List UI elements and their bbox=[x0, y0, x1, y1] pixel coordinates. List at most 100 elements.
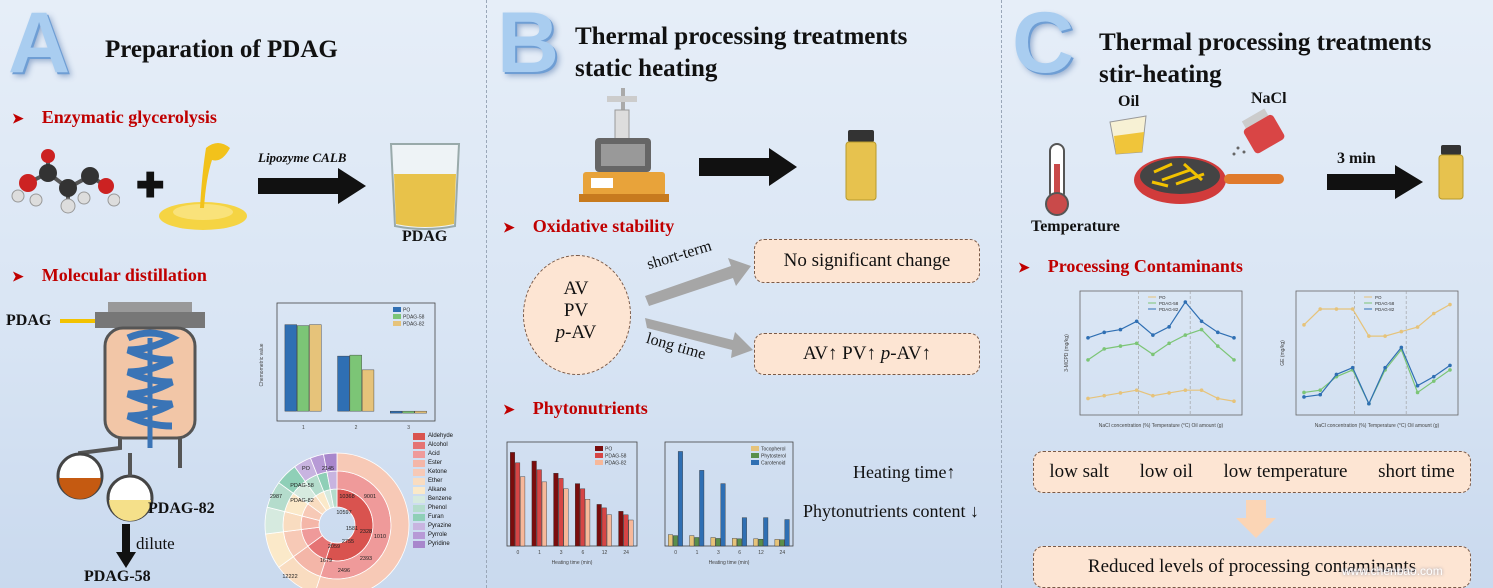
donut-legend-item: Pyrrole bbox=[413, 531, 453, 540]
legend-label: Pyrrole bbox=[428, 532, 448, 538]
legend-swatch bbox=[595, 446, 603, 451]
data-point bbox=[1118, 327, 1123, 332]
legend-swatch bbox=[413, 451, 425, 458]
fraction1-label: PDAG-82 bbox=[148, 500, 215, 517]
data-point bbox=[1232, 399, 1236, 404]
condition-low-oil: low oil bbox=[1139, 461, 1193, 482]
series-line bbox=[1303, 346, 1451, 406]
section-title: Phytonutrients bbox=[532, 398, 648, 418]
tick-label: 12 bbox=[602, 550, 608, 556]
bar bbox=[710, 537, 716, 547]
data-point bbox=[1232, 358, 1236, 362]
data-point bbox=[1102, 393, 1107, 398]
panel-b-title-line1: Thermal processing treatments bbox=[575, 23, 908, 50]
section-oxidative-stability: ➤Oxidative stability bbox=[503, 216, 674, 237]
down-arrow-icon bbox=[116, 524, 136, 568]
legend-swatch bbox=[413, 460, 425, 467]
legend-swatch bbox=[413, 541, 425, 548]
data-point bbox=[1415, 383, 1420, 388]
legend-label: PDAG-58 bbox=[1159, 301, 1179, 306]
data-point bbox=[1134, 341, 1139, 346]
series-line bbox=[1087, 328, 1235, 361]
data-point bbox=[1215, 344, 1220, 348]
donut-label: 2393 bbox=[360, 556, 372, 562]
nacl-label: NaCl bbox=[1251, 90, 1287, 107]
bar bbox=[596, 504, 602, 547]
panel-c: C Thermal processing treatments stir-hea… bbox=[1001, 0, 1493, 588]
data-point bbox=[1118, 391, 1123, 395]
legend-label: PO bbox=[1375, 295, 1382, 300]
donut-label: 10368 bbox=[339, 494, 354, 500]
legend-swatch bbox=[595, 460, 603, 465]
donut-label: 1679 bbox=[320, 558, 332, 564]
data-point bbox=[1134, 388, 1139, 392]
donut-label: 2328 bbox=[360, 529, 372, 535]
x-axis-label: NaCl concentration (%) Temperature (°C) … bbox=[1099, 423, 1224, 429]
glycerol-molecule-icon bbox=[11, 149, 120, 214]
legend-label: Furan bbox=[428, 514, 444, 520]
legend-label: Ether bbox=[428, 478, 443, 484]
index-pav: p-AV bbox=[555, 322, 597, 343]
donut-legend-item: Phenol bbox=[413, 504, 453, 513]
bar bbox=[672, 535, 678, 547]
legend-label: PO bbox=[1159, 295, 1166, 300]
data-point bbox=[1350, 307, 1355, 311]
tick-label: 0 bbox=[516, 550, 519, 556]
donut-legend-item: Acid bbox=[413, 450, 453, 459]
panel-c-title-line1: Thermal processing treatments bbox=[1099, 29, 1432, 56]
panel-a-letter: A bbox=[8, 0, 71, 91]
legend-label: Pyrazine bbox=[428, 523, 452, 529]
result-box: Reduced levels of processing contaminant… bbox=[1033, 546, 1471, 588]
data-point bbox=[1415, 325, 1420, 329]
fraction2-label: PDAG-58 bbox=[84, 568, 151, 585]
condition-low-temperature: low temperature bbox=[1223, 461, 1348, 482]
oil-pour-icon bbox=[159, 143, 247, 230]
data-point bbox=[1086, 358, 1090, 362]
data-point bbox=[1318, 307, 1323, 311]
legend-swatch bbox=[413, 469, 425, 476]
donut-label: 2496 bbox=[338, 568, 350, 574]
bar bbox=[361, 369, 375, 412]
process-arrow-icon bbox=[699, 148, 797, 186]
bar bbox=[390, 410, 403, 414]
section-enzymatic-glycerolysis: ➤Enzymatic glycerolysis bbox=[12, 107, 217, 128]
section-phytonutrients: ➤Phytonutrients bbox=[503, 398, 648, 419]
donut-label: 12222 bbox=[282, 574, 297, 580]
data-point bbox=[1318, 392, 1323, 397]
data-point bbox=[1448, 363, 1452, 368]
bar bbox=[699, 470, 705, 547]
enzyme-label: Lipozyme CALB bbox=[258, 150, 347, 165]
plot-frame bbox=[506, 441, 638, 547]
legend-label: PDAG-82 bbox=[403, 322, 425, 328]
legend-label: Tocopherol bbox=[761, 447, 785, 453]
donut-legend-item: Ether bbox=[413, 477, 453, 486]
data-point bbox=[1383, 334, 1387, 338]
legend-swatch bbox=[393, 307, 401, 312]
bar bbox=[575, 483, 581, 547]
feed-label: PDAG bbox=[6, 312, 52, 329]
bar bbox=[628, 519, 634, 547]
series-line bbox=[1303, 304, 1451, 337]
bar bbox=[618, 511, 624, 547]
tick-label: 2 bbox=[355, 425, 358, 431]
legend-label: Benzene bbox=[428, 496, 452, 502]
data-point bbox=[1151, 393, 1155, 398]
summary-heating: Heating time↑ bbox=[853, 462, 956, 482]
oil-cup-icon bbox=[1109, 115, 1147, 155]
tick-label: 3 bbox=[407, 425, 410, 431]
index-av: AV bbox=[563, 278, 589, 299]
donut-label: PO bbox=[302, 466, 311, 472]
data-point bbox=[1215, 330, 1220, 335]
bar bbox=[784, 519, 790, 547]
bar bbox=[531, 460, 537, 547]
legend-label: Aldehyde bbox=[428, 433, 454, 439]
result-short-box: No significant change bbox=[754, 239, 980, 283]
data-point bbox=[1302, 323, 1306, 327]
condition-low-salt: low salt bbox=[1049, 461, 1109, 482]
donut-legend-item: Alkane bbox=[413, 486, 453, 495]
data-point bbox=[1183, 388, 1188, 392]
series-line bbox=[1303, 348, 1451, 406]
bar bbox=[715, 538, 721, 547]
data-point bbox=[1302, 390, 1306, 395]
